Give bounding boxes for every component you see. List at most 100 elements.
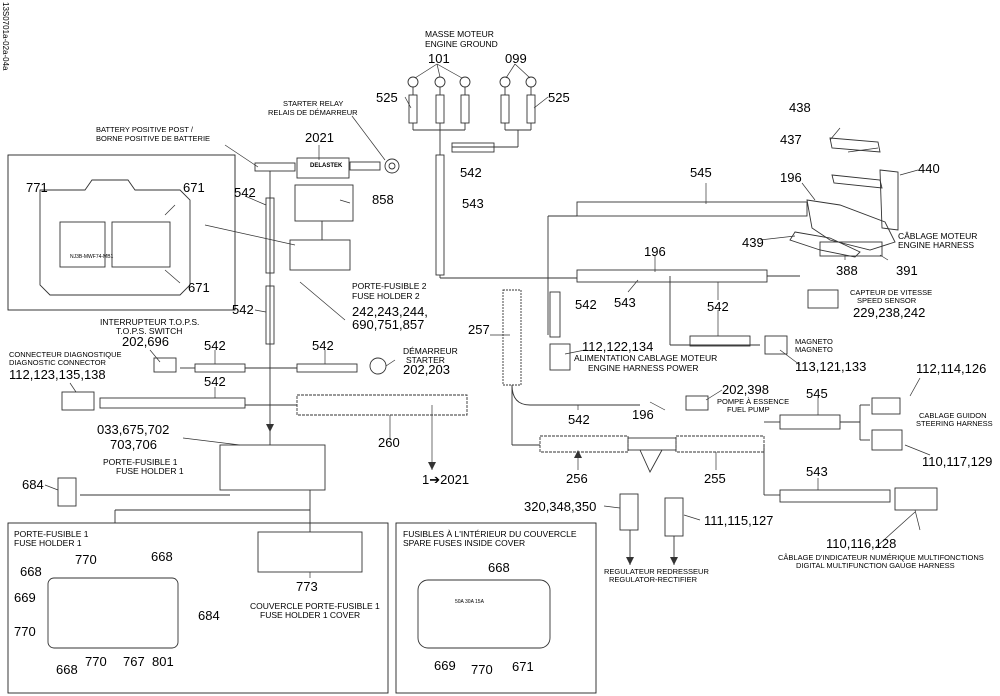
speed-sensor-connector — [807, 289, 839, 309]
part-255: 255 — [704, 471, 726, 486]
label-fuel-pump-fr: POMPE À ESSENCE — [717, 397, 790, 406]
part-202-696: 202,696 — [122, 334, 169, 349]
part-773: 773 — [296, 579, 318, 594]
label-engine-harness-fr: CÂBLAGE MOTEUR — [898, 231, 978, 241]
part-767: 767 — [123, 654, 145, 669]
part-545-b: 545 — [806, 386, 828, 401]
steering-connector-top — [871, 397, 901, 415]
part-257: 257 — [468, 322, 490, 337]
label-cover-fr: COUVERCLE PORTE-FUSIBLE 1 — [250, 601, 380, 611]
power-connector — [549, 343, 571, 371]
fuse-holder-1-graphic — [219, 444, 326, 491]
part-671-b: 671 — [188, 280, 210, 295]
corrugated-harness-260 — [296, 394, 468, 416]
part-542-b: 542 — [460, 165, 482, 180]
fuse-holder-2-detail-graphic — [39, 179, 191, 296]
steering-connector-bottom — [871, 429, 903, 451]
part-256: 256 — [566, 471, 588, 486]
frame-fuse-holder-1-detail — [7, 522, 389, 694]
relay-684-graphic — [57, 477, 77, 507]
label-starter-relay-en: STARTER RELAY — [283, 99, 344, 108]
part-770-a: 770 — [75, 552, 97, 567]
frame-spare-fuses — [395, 522, 597, 694]
part-684-a: 684 — [22, 477, 44, 492]
part-525-left: 525 — [376, 90, 398, 105]
brand-delastek: DELASTEK — [310, 163, 343, 169]
cover-773-graphic — [257, 531, 363, 573]
label-harness-power-fr: ALIMENTATION CABLAGE MOTEUR — [574, 353, 718, 363]
part-858: 858 — [372, 192, 394, 207]
fuse-holder-1-detail-graphic — [47, 577, 179, 649]
corrugated-harness-257 — [502, 289, 640, 446]
part-112-123-135-138: 112,123,135,138 — [9, 367, 106, 382]
part-196-a: 196 — [780, 170, 802, 185]
document-id: 13S0701a-02a-04a — [1, 2, 10, 71]
part-669-b: 669 — [434, 658, 456, 673]
frame-fuse-holder-2-detail — [7, 154, 236, 311]
regulator-connector-a — [619, 493, 639, 531]
part-202-398: 202,398 — [722, 382, 769, 397]
label-diagnostic-fr: CONNECTEUR DIAGNOSTIQUE — [9, 350, 122, 359]
part-770-d: 770 — [471, 662, 493, 677]
part-242-243-244: 242,243,244, — [352, 304, 428, 319]
part-099: 099 — [505, 51, 527, 66]
label-regulator-en: REGULATOR-RECTIFIER — [609, 575, 698, 584]
part-439: 439 — [742, 235, 764, 250]
label-tops-fr: INTERRUPTEUR T.O.P.S. — [100, 317, 200, 327]
label-spare-fuses-fr: FUSIBLES À L'INTÉRIEUR DU COUVERCLE — [403, 529, 577, 539]
part-771: 771 — [26, 180, 48, 195]
part-668-b: 668 — [20, 564, 42, 579]
label-harness-power-en: ENGINE HARNESS POWER — [588, 363, 699, 373]
starter-graphic — [369, 357, 387, 375]
part-111-115-127: 111,115,127 — [704, 513, 774, 528]
part-671-a: 671 — [183, 180, 205, 195]
label-diagnostic-en: DIAGNOSTIC CONNECTOR — [9, 358, 106, 367]
part-2021: 2021 — [305, 130, 334, 145]
label-battery-fr: BORNE POSITIVE DE BATTERIE — [96, 134, 211, 143]
part-101: 101 — [428, 51, 450, 66]
part-196-b: 196 — [644, 244, 666, 259]
label-fuse-holder-2-fr: PORTE-FUSIBLE 2 — [352, 281, 427, 291]
part-438: 438 — [789, 100, 811, 115]
part-801: 801 — [152, 654, 174, 669]
label-speed-sensor-fr: CAPTEUR DE VITESSE — [850, 288, 933, 297]
ground-cables — [407, 76, 537, 278]
part-320-348-350: 320,348,350 — [524, 499, 597, 514]
part-668-a: 668 — [151, 549, 173, 564]
starter-relay-graphic — [254, 157, 400, 380]
label-magneto-en: MAGNETO — [795, 345, 833, 354]
gauge-connector — [894, 487, 938, 511]
label-regulator-fr: REGULATEUR REDRESSEUR — [604, 567, 709, 576]
regulator-connector-b — [664, 497, 684, 537]
part-542-a: 542 — [234, 185, 256, 200]
part-113-121-133: 113,121,133 — [795, 359, 867, 374]
label-fuel-pump-en: FUEL PUMP — [727, 405, 770, 414]
fuel-pump-connector — [685, 395, 709, 411]
part-391: 391 — [896, 263, 918, 278]
label-starter-en: STARTER — [406, 355, 445, 365]
label-spare-fuses-en: SPARE FUSES INSIDE COVER — [403, 538, 526, 548]
tops-switch-graphic — [153, 357, 177, 373]
part-668-c: 668 — [56, 662, 78, 677]
label-battery-en: BATTERY POSITIVE POST / — [96, 125, 193, 134]
part-542-f: 542 — [204, 338, 226, 353]
part-525-right: 525 — [548, 90, 570, 105]
part-260: 260 — [378, 435, 400, 450]
part-437: 437 — [780, 132, 802, 147]
part-690-751-857: 690,751,857 — [352, 317, 425, 332]
label-magneto-fr: MAGNETO — [795, 337, 833, 346]
part-440: 440 — [918, 161, 940, 176]
part-542-i: 542 — [568, 412, 590, 427]
label-fuse-holder-1-en: FUSE HOLDER 1 — [116, 466, 184, 476]
part-542-g: 542 — [204, 374, 226, 389]
label-gauge-fr: CÂBLAGE D'INDICATEUR NUMÉRIQUE MULTIFONC… — [778, 553, 984, 562]
part-543-b: 543 — [614, 295, 636, 310]
part-112-114-126: 112,114,126 — [916, 361, 987, 376]
part-542-d: 542 — [707, 299, 729, 314]
spare-fuse-cover-graphic — [417, 579, 551, 649]
label-fh1-box-fr: PORTE-FUSIBLE 1 — [14, 529, 89, 539]
part-112-122-134: 112,122,134 — [582, 339, 654, 354]
part-229-238-242: 229,238,242 — [853, 305, 926, 320]
part-770-c: 770 — [85, 654, 107, 669]
